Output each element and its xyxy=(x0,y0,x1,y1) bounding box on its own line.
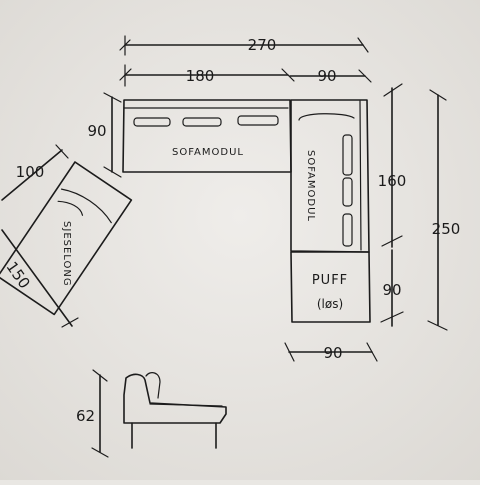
dimension-sofa-depth: 90 xyxy=(87,92,122,178)
dimension-sofa-module-width-label: 180 xyxy=(186,67,215,85)
sofa-module-vertical-label: SOFAMODUL xyxy=(305,150,316,222)
dimension-chaise-width: 100 xyxy=(1,144,69,201)
dimension-profile-height-label: 62 xyxy=(76,407,95,425)
cushion-2 xyxy=(182,117,222,127)
cushion-1 xyxy=(133,117,171,127)
cushion-4 xyxy=(342,134,353,176)
dimension-puff-width: 90 xyxy=(284,342,378,362)
chaise-label: SJESELONG xyxy=(61,221,72,287)
dimension-corner-width-label: 90 xyxy=(317,67,336,85)
cushion-5 xyxy=(342,177,353,207)
puff-title: PUFF xyxy=(312,273,348,288)
sofa-module-horizontal-label: SOFAMODUL xyxy=(172,147,244,158)
dimension-puff-length-label: 90 xyxy=(382,281,401,299)
dimension-profile-height: 62 xyxy=(76,369,109,458)
dimension-chaise-width-label: 100 xyxy=(16,163,45,181)
dimension-side-module-length: 160 xyxy=(378,83,407,248)
sofa-side-profile xyxy=(123,372,227,449)
dimension-sofa-depth-label: 90 xyxy=(87,122,106,140)
cushion-6 xyxy=(342,213,353,247)
chaise-longue: SJESELONG xyxy=(0,161,133,316)
dimension-total-width: 270 xyxy=(119,35,369,56)
cushion-3 xyxy=(237,115,279,126)
dimension-puff-length: 90 xyxy=(380,249,404,327)
puff-note: (løs) xyxy=(317,297,343,311)
dimension-puff-width-label: 90 xyxy=(323,344,342,362)
dimension-total-width-label: 270 xyxy=(248,36,277,54)
dimension-corner-width: 90 xyxy=(289,67,372,85)
dimension-side-module-length-label: 160 xyxy=(378,172,407,190)
dimension-total-length: 250 xyxy=(427,89,461,331)
puff: PUFF (løs) xyxy=(290,251,371,323)
dimension-sofa-module-width: 180 xyxy=(119,64,295,87)
dimension-total-length-label: 250 xyxy=(432,220,461,238)
